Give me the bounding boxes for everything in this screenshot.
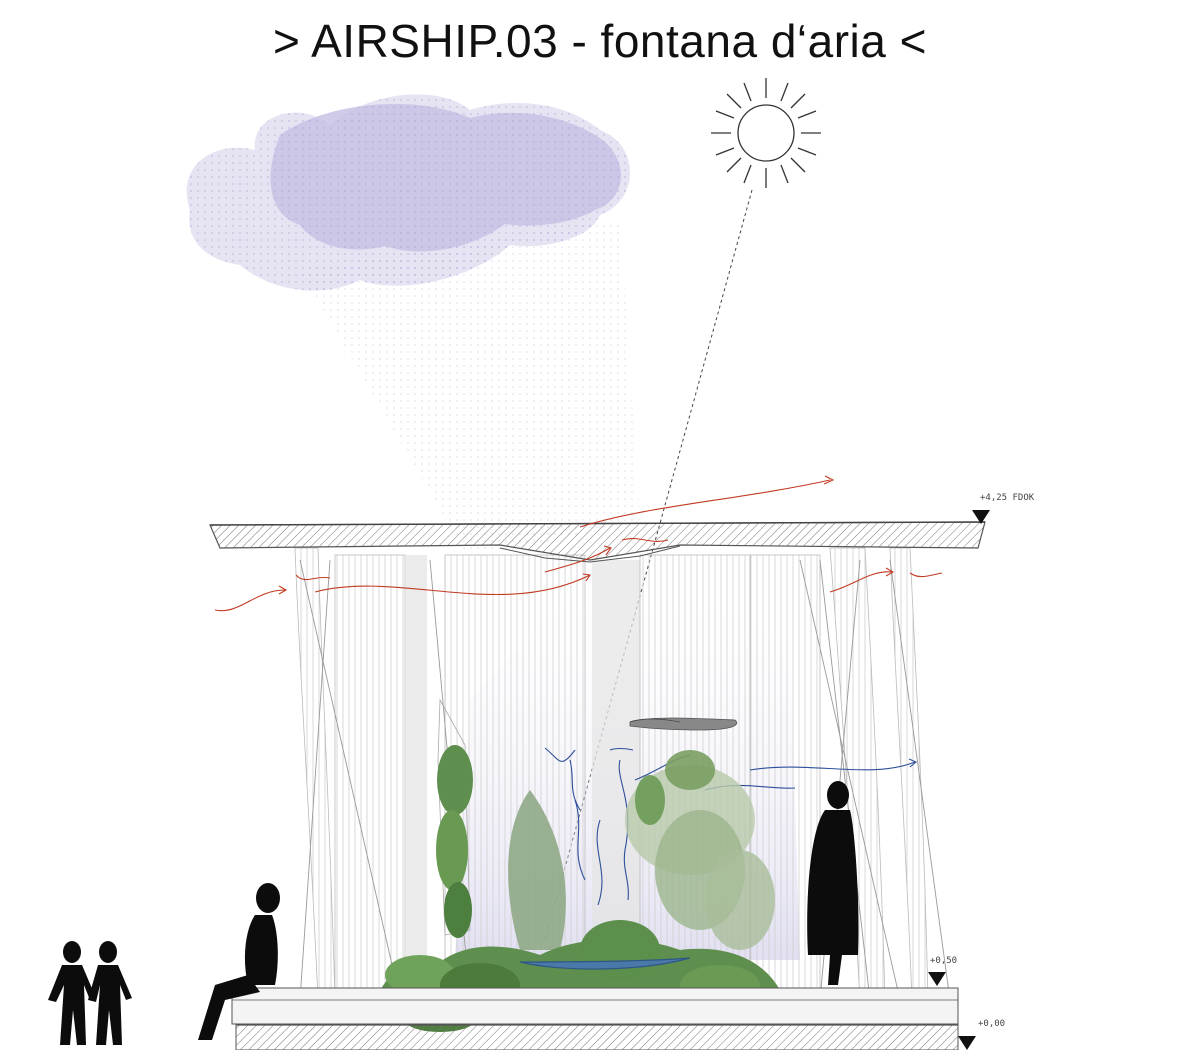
silhouette-standing-person	[807, 781, 859, 985]
pavilion-roof	[209, 521, 986, 563]
ground-level-marker	[958, 1036, 976, 1050]
cloud-icon	[186, 94, 631, 291]
ground-level-label: +0,00	[978, 1019, 1005, 1029]
sun-icon	[711, 78, 821, 188]
roof-level-marker	[972, 510, 990, 524]
fan-blade	[629, 717, 738, 731]
water-basin	[519, 957, 691, 970]
warm-air-flows	[214, 475, 943, 612]
silhouette-children	[48, 941, 132, 1045]
page-title: > AIRSHIP.03 - fontana d‘aria <	[273, 15, 927, 67]
bracing-cables	[299, 559, 951, 1001]
platform-level-marker	[928, 972, 946, 986]
platform-level-label: +0,50	[930, 956, 957, 966]
mist-column	[300, 220, 640, 560]
platform-base	[231, 987, 959, 1050]
roof-level-label: +4,25 FDOK	[980, 493, 1035, 503]
level-markers: +4,25 FDOK +0,50 +0,00	[928, 493, 1035, 1050]
silhouette-seated-person	[198, 883, 280, 1040]
